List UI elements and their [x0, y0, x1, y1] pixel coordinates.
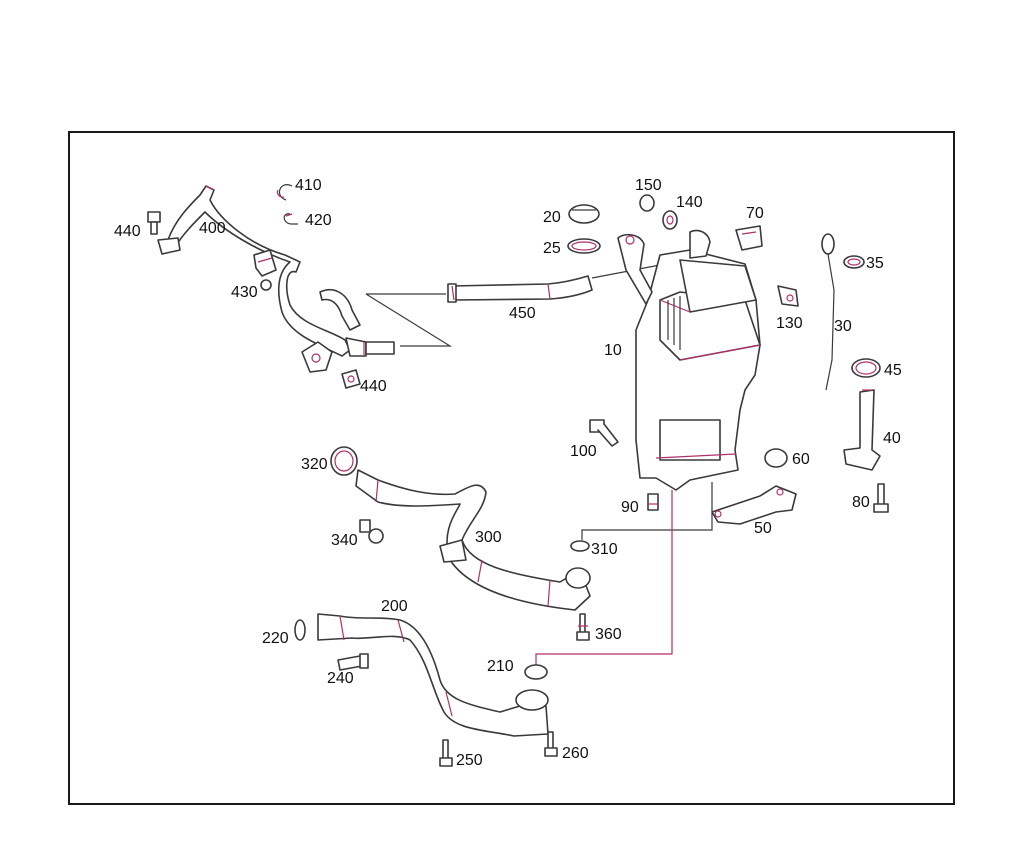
callout-250: 250: [456, 752, 483, 769]
reservoir-10: [635, 229, 761, 491]
seal-210: [524, 664, 548, 680]
oil-pipe-300: [355, 469, 591, 611]
sensor-130: [777, 285, 799, 307]
callout-320: 320: [301, 456, 328, 473]
plug-90: [647, 493, 659, 511]
callout-310: 310: [591, 541, 618, 558]
callout-260: 260: [562, 745, 589, 762]
callout-200: 200: [381, 598, 408, 615]
callout-25: 25: [543, 240, 561, 257]
hose-450: [447, 275, 593, 303]
callout-240: 240: [327, 670, 354, 687]
callout-400: 400: [199, 220, 226, 237]
cap-60: [764, 448, 788, 468]
callout-440-lower: 440: [360, 378, 387, 395]
callout-10: 10: [604, 342, 622, 359]
bolt-260: [544, 731, 558, 757]
callout-450: 450: [509, 305, 536, 322]
valve-430: [253, 249, 277, 291]
callout-30: 30: [834, 318, 852, 335]
callout-80: 80: [852, 494, 870, 511]
callout-60: 60: [792, 451, 810, 468]
seal-310: [570, 540, 590, 552]
cap-20: [568, 204, 600, 224]
leader-210: [535, 490, 673, 666]
bolt-240: [337, 653, 369, 671]
callout-220: 220: [262, 630, 289, 647]
seal-ring-320: [330, 446, 358, 476]
callout-140: 140: [676, 194, 703, 211]
callout-40: 40: [883, 430, 901, 447]
callout-90: 90: [621, 499, 639, 516]
clip-70: [735, 225, 763, 251]
callout-100: 100: [570, 443, 597, 460]
seal-220: [294, 619, 306, 641]
bolt-440-upper: [147, 211, 181, 255]
leader-450: [365, 293, 453, 347]
callout-340: 340: [331, 532, 358, 549]
seal-45: [851, 358, 881, 378]
callout-410: 410: [295, 177, 322, 194]
diagram-frame: [68, 131, 955, 805]
breather-tube-400: [167, 185, 361, 357]
guide-tube-40: [843, 389, 881, 471]
callout-45: 45: [884, 362, 902, 379]
bolt-250: [439, 739, 453, 767]
fitting-400-lower: [301, 337, 395, 373]
callout-labels: 410 420 400 440 430 440 450 20 25 150 14…: [114, 177, 902, 769]
seal-35: [843, 255, 865, 269]
callout-50: 50: [754, 520, 772, 537]
filler-neck-20-25: [617, 233, 653, 305]
clamp-410: [276, 184, 293, 201]
dipstick-30: [821, 233, 835, 391]
callout-70: 70: [746, 205, 764, 222]
screw-100: [589, 419, 619, 447]
callout-20: 20: [543, 209, 561, 226]
bolt-80: [873, 483, 889, 513]
clamp-420: [283, 213, 298, 225]
callout-35: 35: [866, 255, 884, 272]
callout-440-upper: 440: [114, 223, 141, 240]
bolt-440-lower: [341, 369, 361, 389]
callout-360: 360: [595, 626, 622, 643]
callout-300: 300: [475, 529, 502, 546]
screw-340: [359, 519, 384, 544]
callout-420: 420: [305, 212, 332, 229]
leader-50: [581, 482, 713, 540]
callout-430: 430: [231, 284, 258, 301]
callout-210: 210: [487, 658, 514, 675]
seal-ring-25: [567, 238, 601, 254]
grommet-150: [639, 194, 655, 212]
callout-150: 150: [635, 177, 662, 194]
bracket-50: [711, 485, 797, 525]
washer-140: [662, 210, 678, 230]
callout-130: 130: [776, 315, 803, 332]
bolt-360: [576, 613, 590, 641]
